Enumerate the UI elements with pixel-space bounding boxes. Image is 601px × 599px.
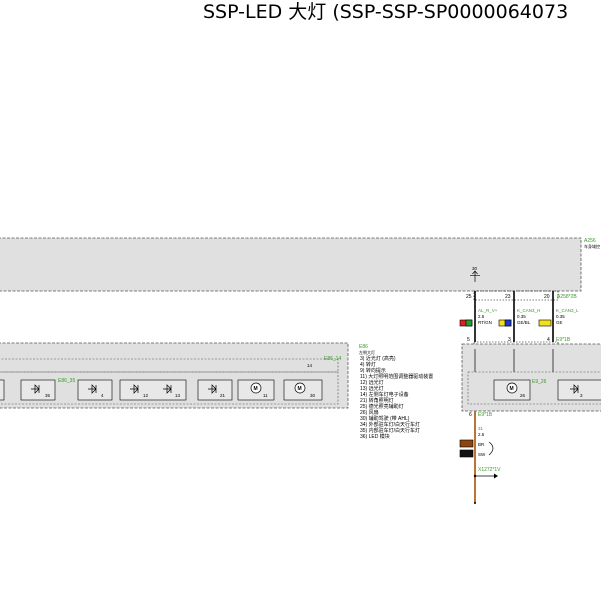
top-pin-25: 25 bbox=[466, 294, 472, 300]
signal-gauge-3: 0.35 bbox=[556, 314, 565, 319]
ground-gauge: 2.5 bbox=[478, 432, 485, 437]
top-pin-20: 20 bbox=[544, 294, 550, 300]
signal-gauge-2: 0.35 bbox=[517, 314, 526, 319]
assist-motor-glyph: M bbox=[298, 386, 302, 392]
swatch-red-green-b bbox=[465, 319, 473, 327]
sense-pin-number: 30 bbox=[472, 266, 478, 271]
led-icon bbox=[88, 384, 97, 394]
top-module-id: A256 bbox=[584, 238, 596, 244]
left-cell-35-label: 35 bbox=[45, 393, 51, 398]
left-module-id: E86 bbox=[359, 344, 368, 350]
left-cell-12 bbox=[119, 379, 187, 401]
left-cell-4-label: 4 bbox=[101, 393, 104, 398]
right-connector-id: E9*1B bbox=[556, 337, 571, 343]
left-cell-12-label: 12 bbox=[143, 393, 149, 398]
left-module-name: 左侧大灯 bbox=[359, 349, 375, 355]
legend-line: 36) LED 模块 bbox=[360, 433, 390, 440]
left-legend: 3) 近光灯 (高亮) 4) 转灯 9) 转向提示 11) 大灯照明范围调整器驱… bbox=[360, 355, 433, 440]
legend-line: 35) 内部驻车灯/白天行车灯 bbox=[360, 427, 420, 434]
swatch-yellow bbox=[538, 319, 552, 327]
ground-bracket bbox=[488, 441, 494, 456]
swatch-yellow-blue-b bbox=[504, 319, 512, 327]
out-pin: 6 bbox=[469, 412, 472, 418]
legend-line: 25) 德光照亮辅助灯 bbox=[360, 403, 404, 410]
out-connector-id: E9*1B bbox=[478, 412, 493, 418]
signal-name-3: K_CAN3_L bbox=[556, 308, 579, 313]
left-bus-pin: 14 bbox=[307, 363, 313, 368]
legend-line: 21) 转角照明灯 bbox=[360, 397, 394, 404]
led-icon bbox=[31, 384, 40, 394]
left-cell-13-label: 13 bbox=[175, 393, 181, 398]
right-headlight-box bbox=[461, 343, 601, 412]
right-pin-4: 4 bbox=[547, 337, 550, 343]
led-icon bbox=[163, 384, 172, 394]
left-internal-id: E86_14 bbox=[324, 356, 341, 362]
left-cell-row bbox=[0, 371, 339, 405]
top-pin-23: 23 bbox=[505, 294, 511, 300]
left-cell-30-label: 30 bbox=[310, 393, 316, 398]
left-cell-partial bbox=[0, 379, 5, 401]
ground-color-br: BR bbox=[478, 442, 485, 447]
assist-motor-icon bbox=[294, 382, 306, 394]
ground-end-dot bbox=[474, 502, 476, 504]
legend-line: 13) 远光灯 bbox=[360, 385, 384, 392]
signal-color-2: GE/BL bbox=[517, 320, 531, 325]
right-cell-26-label: 26 bbox=[520, 393, 526, 398]
ground-swatch-brown bbox=[459, 439, 474, 448]
led-icon bbox=[570, 384, 579, 394]
ground-wire-num: 31 bbox=[478, 426, 484, 431]
left-cell-11-label: 11 bbox=[263, 393, 268, 398]
top-module-box bbox=[0, 237, 582, 292]
range-motor-icon bbox=[250, 382, 262, 394]
legend-line: 11) 大灯照明范围调整器驱动装置 bbox=[360, 373, 433, 380]
ground-splice-id: X1272*1V bbox=[478, 467, 501, 473]
legend-line: 14) 左侧车灯电子设备 bbox=[360, 391, 409, 398]
right-cell-3-label: 3 bbox=[580, 393, 583, 398]
legend-line: 12) 远光灯 bbox=[360, 379, 384, 386]
legend-line: 34) 外部驻车灯/白天行车灯 bbox=[360, 421, 420, 428]
ground-swatch-black bbox=[459, 449, 474, 458]
signal-color-3: GE bbox=[556, 320, 563, 325]
ground-color-sw: SW bbox=[478, 452, 486, 457]
sense-arrow bbox=[472, 270, 478, 275]
left-cell-21-label: 21 bbox=[220, 393, 226, 398]
right-inner-box bbox=[467, 371, 601, 405]
right-pin-5: 5 bbox=[467, 337, 470, 343]
led-icon bbox=[208, 384, 217, 394]
legend-line: 26) 风扇 bbox=[360, 409, 379, 416]
left-group-label: E86_35 bbox=[58, 378, 75, 384]
splice-dot bbox=[473, 474, 477, 478]
top-connector-box bbox=[473, 290, 559, 301]
signal-gauge-1: 2.5 bbox=[478, 314, 485, 319]
top-connector-id: A258*2B bbox=[557, 294, 577, 300]
legend-line: 9) 转向提示 bbox=[360, 367, 386, 374]
right-cell-3 bbox=[557, 379, 601, 401]
range-motor-glyph: M bbox=[254, 386, 258, 392]
legend-line: 4) 转灯 bbox=[360, 361, 376, 368]
fan-motor-glyph: M bbox=[510, 386, 514, 392]
signal-name-2: K_CAN3_H bbox=[517, 308, 540, 313]
splice-arrow-icon bbox=[494, 473, 498, 479]
page-title: SSP-LED 大灯 (SSP-SSP-SP0000064073 bbox=[203, 1, 569, 23]
top-module-name: 车身域控 bbox=[584, 243, 600, 249]
signal-color-1: RT/GN bbox=[478, 320, 492, 325]
fan-motor-icon bbox=[506, 382, 518, 394]
right-group-label: E9_26 bbox=[532, 379, 547, 385]
legend-line: 3) 近光灯 (高亮) bbox=[360, 355, 396, 362]
legend-line: 30) 辅助驾驶 (带 AHL) bbox=[360, 415, 410, 422]
right-pin-3: 3 bbox=[508, 337, 511, 343]
signal-name-1: AL_R_V+ bbox=[478, 308, 498, 313]
led-icon bbox=[130, 384, 139, 394]
